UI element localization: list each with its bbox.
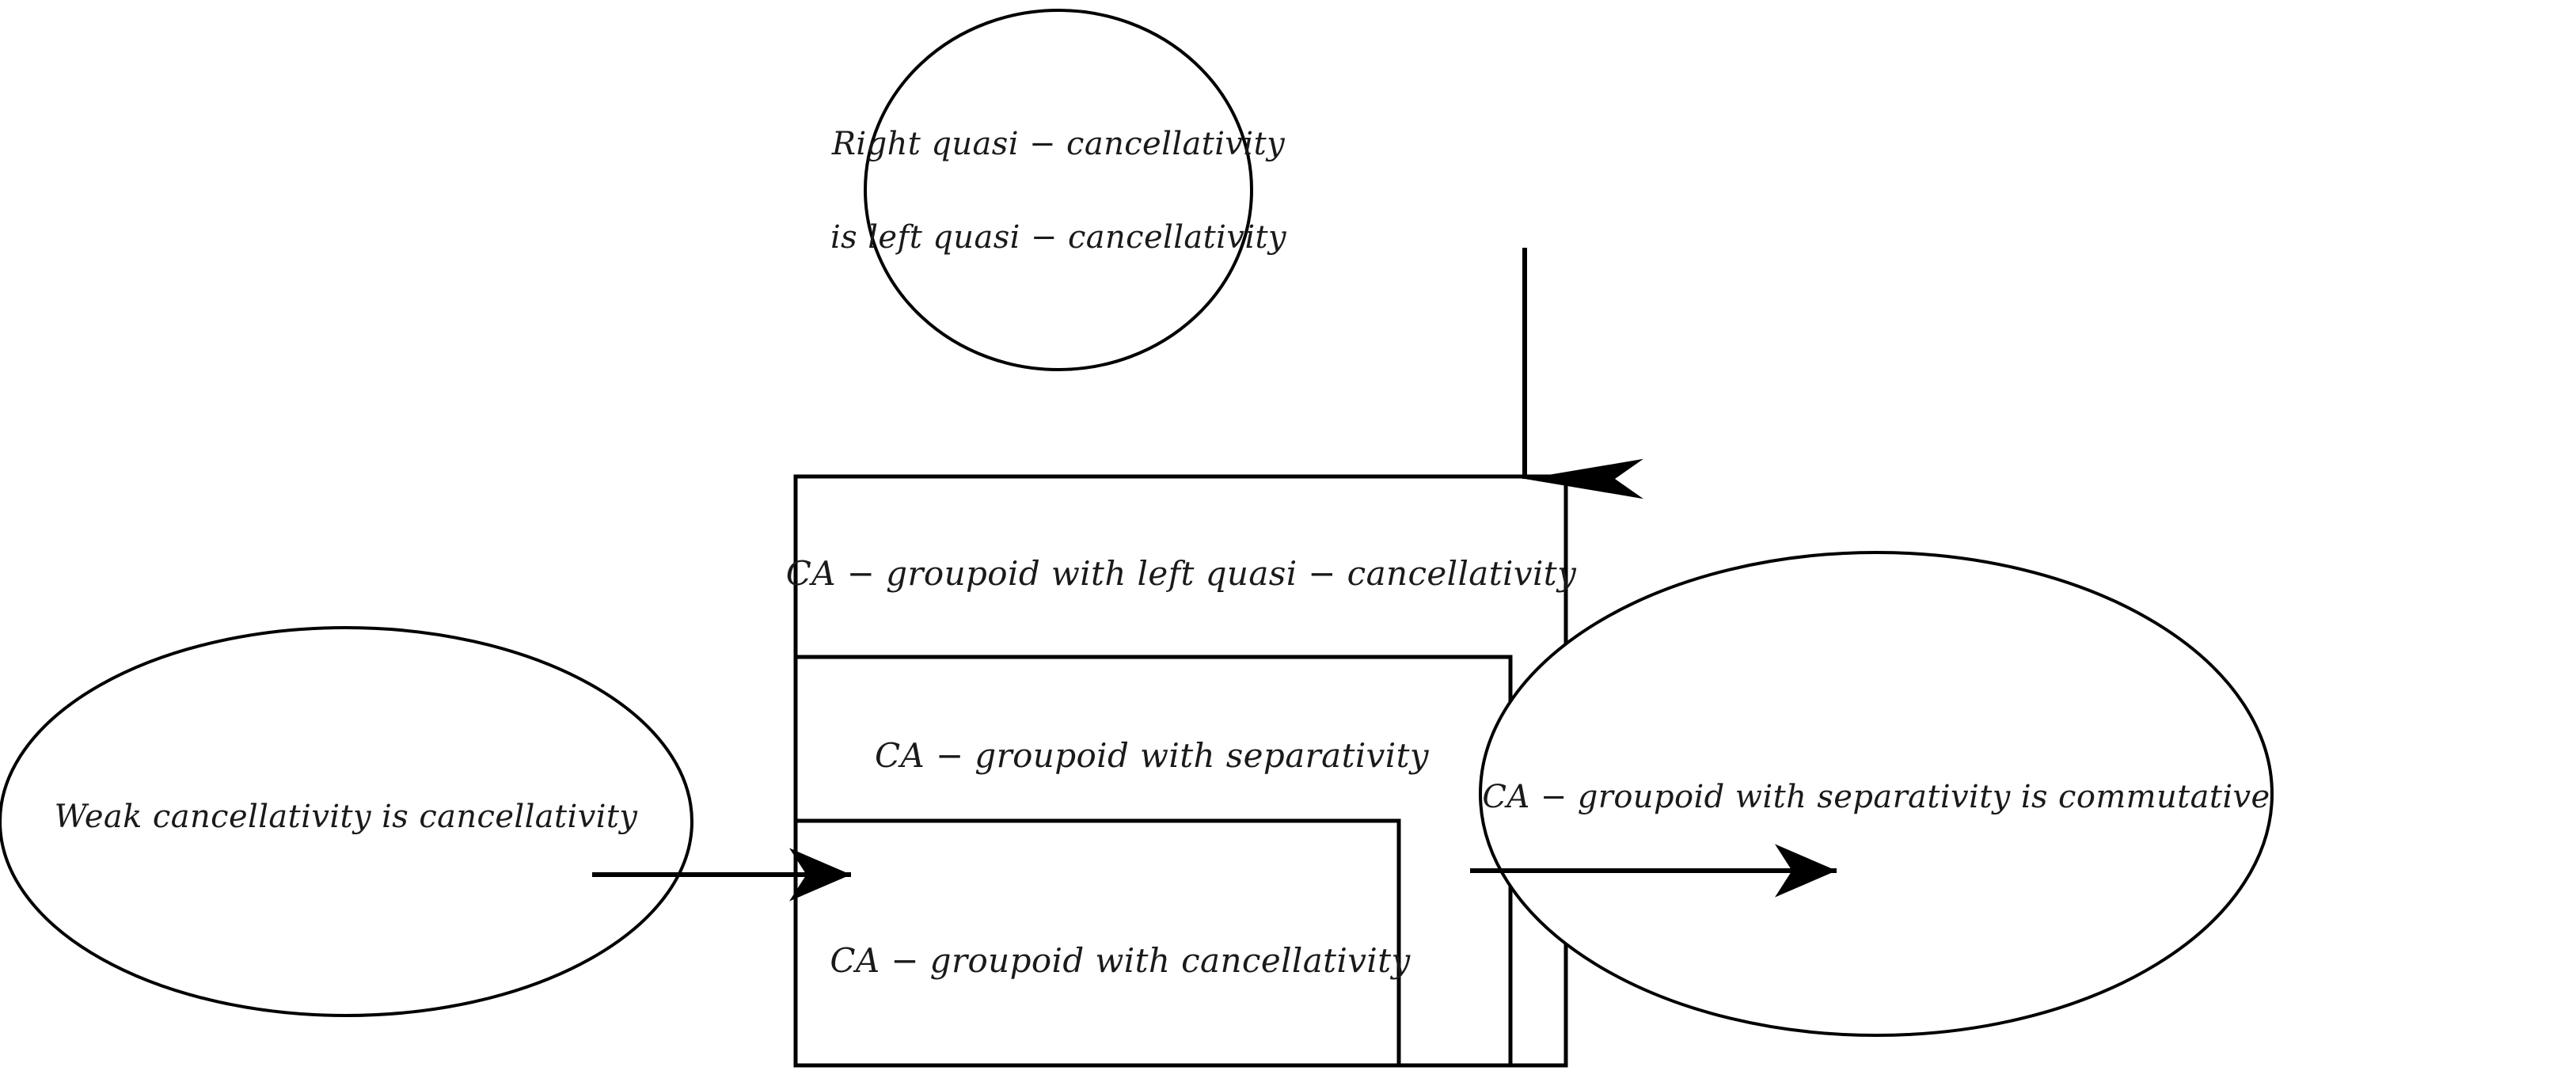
ellipse-top-shape[interactable] — [864, 9, 1253, 371]
ellipse-top-line1: Right quasi − cancellativity — [831, 126, 1286, 162]
ellipse-right-line1: CA − groupoid with separativity is commu… — [1482, 779, 2270, 815]
ellipse-right-shape[interactable] — [1479, 551, 2274, 1037]
ellipse-separativity-commutative[interactable]: CA − groupoid with separativity is commu… — [1479, 551, 2274, 1037]
box-inner-cancellativity[interactable]: CA − groupoid with cancellativity — [793, 818, 1411, 1068]
ellipse-left-line1: Weak cancellativity is cancellativity — [55, 799, 639, 835]
box-inner-rect[interactable] — [793, 818, 1401, 1068]
ellipse-left-shape[interactable] — [0, 626, 693, 1017]
ellipse-weak-cancellativity[interactable]: Weak cancellativity is cancellativity — [0, 626, 693, 1017]
ellipse-right-quasi-cancellativity[interactable]: Right quasi − cancellativity is left qua… — [830, 9, 1287, 371]
box-inner-label: CA − groupoid with cancellativity — [830, 941, 1411, 980]
ellipse-top-line2: is left quasi − cancellativity — [830, 219, 1287, 256]
box-outer-label: CA − groupoid with left quasi − cancella… — [786, 554, 1577, 593]
box-middle-label: CA − groupoid with separativity — [875, 736, 1430, 775]
